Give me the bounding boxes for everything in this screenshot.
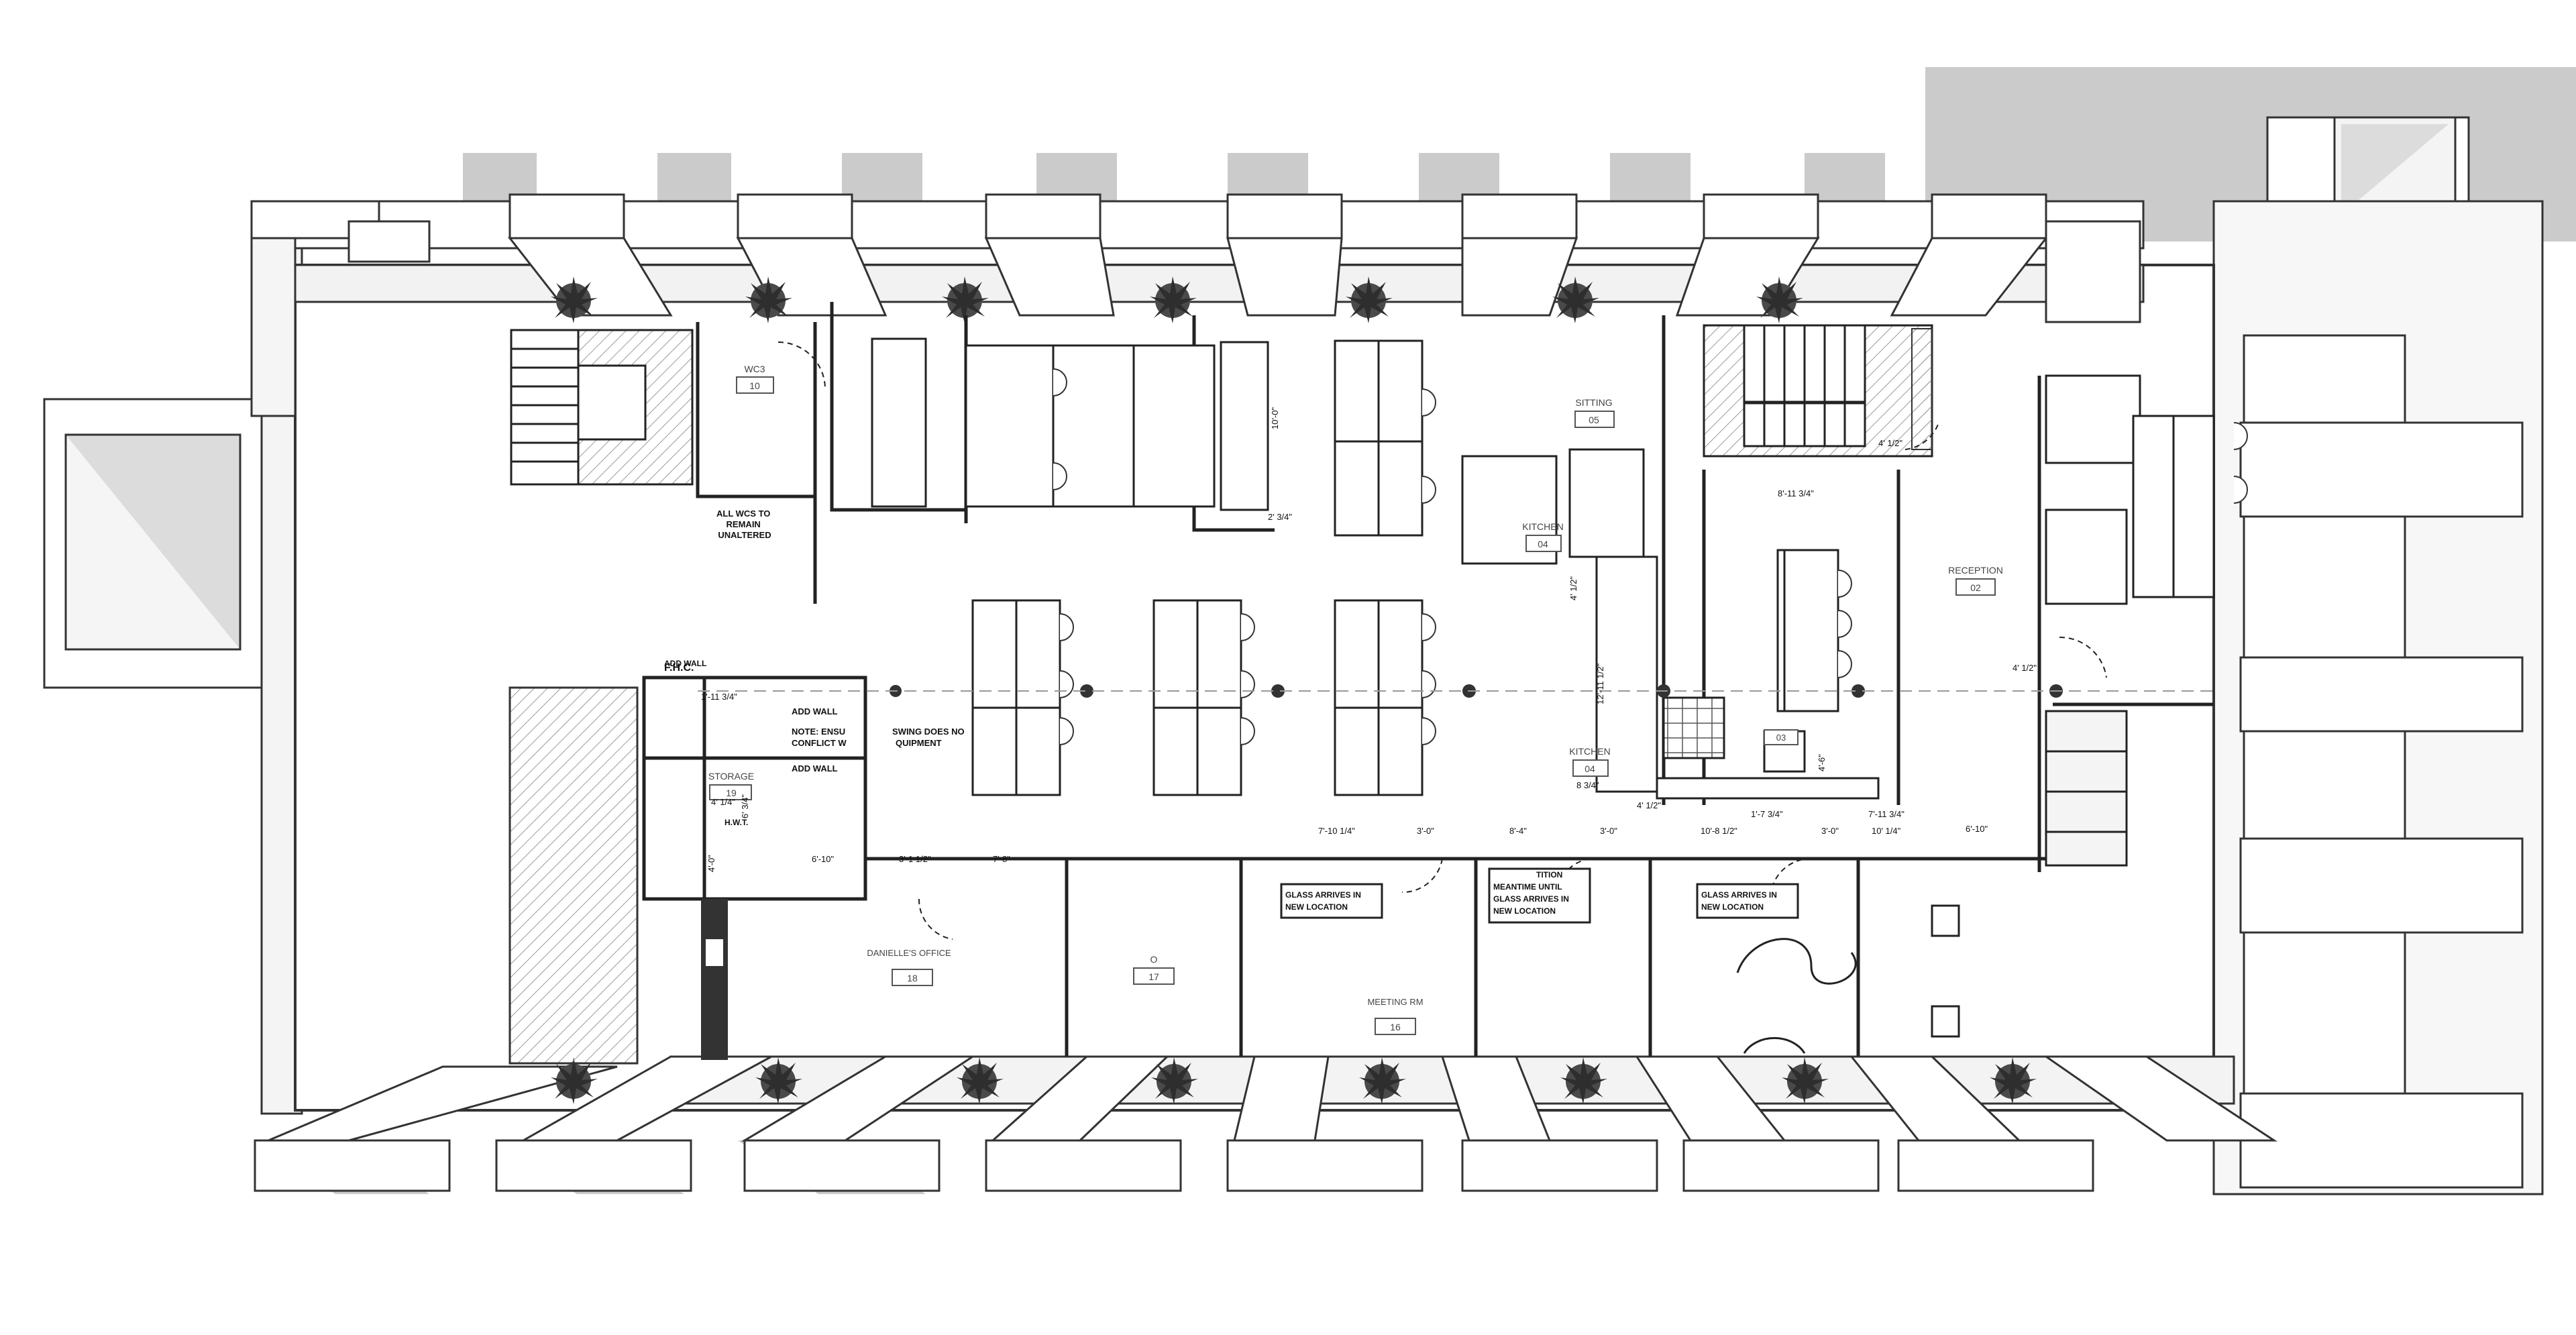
svg-text:SWING DOES NO QUIPMENT: SWING DOES NO QUIPMENT [892, 727, 967, 748]
top-facade-piers [250, 193, 2145, 417]
dim-7-10-1-4: 7'-10 1/4" [1318, 826, 1355, 836]
dim-12-11-1-2: 12'-11 1/2" [1595, 663, 1605, 704]
room-labels: WC3 10 SITTING 05 KITCHEN 04 KITCHEN 04 … [708, 364, 2003, 1035]
dim-10-1-4: 10' 1/4" [1872, 826, 1901, 836]
reception-millwork [2045, 374, 2215, 867]
room-name-danielles-office: DANIELLE'S OFFICE [867, 948, 951, 958]
room-name-meeting: MEETING RM [1367, 997, 1423, 1007]
room-name-kitchen-lower: KITCHEN [1569, 746, 1610, 757]
note-swing-line1: SWING DOES NO [892, 727, 965, 737]
room-name-sitting: SITTING [1575, 397, 1612, 408]
room-number-kitchen-lower: 04 [1585, 763, 1595, 774]
note-fhc: F.H.C. [664, 662, 694, 674]
dim-4-1-2-a: 4' 1/2" [1568, 576, 1578, 600]
dim-4-6: 4'-6" [1817, 754, 1827, 771]
dim-8-11-3-4: 8'-11 3/4" [1778, 488, 1814, 498]
dim-7-11-3-4: 7'-11 3/4" [1868, 809, 1904, 819]
room-name-wc3: WC3 [744, 364, 765, 374]
hatched-wall [1911, 328, 1933, 450]
room-number-kitchen-upper: 04 [1538, 539, 1548, 549]
room-number-danielles-office: 18 [907, 973, 918, 983]
room-name-reception: RECEPTION [1948, 565, 2003, 576]
note-glass3-line2: NEW LOCATION [1701, 902, 1764, 912]
note-glass1-line1: GLASS ARRIVES IN [1285, 890, 1361, 900]
note-wcs-line3: UNALTERED [718, 530, 771, 540]
workstations [871, 337, 1839, 796]
note-add-wall-1: ADD WALL [792, 706, 838, 716]
right-building-mass [2212, 116, 2544, 1195]
svg-text:GLASS ARRIVES IN NEW LOC: GLASS ARRIVES IN NEW LOCATION [1701, 890, 1779, 912]
svg-text:ALL WCS TO REMAIN: ALL WCS TO REMAIN UNALTERED [716, 509, 773, 540]
stair-left [510, 329, 694, 486]
dim-6-10-b: 6'-10" [1966, 824, 1988, 834]
note-glass2-line3: GLASS ARRIVES IN [1493, 894, 1569, 904]
dim-8-4: 8'-4" [1509, 826, 1527, 836]
dim-7-8: 7'-8" [993, 854, 1010, 864]
dim-4-1-2-d: 4' 1/2" [1637, 800, 1661, 810]
note-glass2-line4: NEW LOCATION [1493, 906, 1556, 916]
note-swing-line2: QUIPMENT [896, 738, 942, 748]
room-number-03: 03 [1776, 733, 1786, 743]
dimensions: 10'-0" 2' 3/4" 1'-11 3/4" 4' 1/4" 6'-10"… [701, 407, 2037, 872]
room-name-kitchen-upper: KITCHEN [1522, 521, 1563, 532]
dim-10-0: 10'-0" [1270, 407, 1280, 429]
svg-text:NOTE: ENSU CONFLICT W: NOTE: ENSU CONFLICT W [792, 727, 848, 748]
dim-4-0: 4'-0" [706, 855, 716, 872]
note-ensure-line1: NOTE: ENSU [792, 727, 845, 737]
dim-4-1-2-b: 4' 1/2" [1878, 438, 1902, 448]
svg-text:TITION MEANTIME UNTIL: TITION MEANTIME UNTIL GLASS ARRIVES IN N… [1493, 870, 1571, 916]
room-name-17: O [1150, 954, 1158, 965]
dim-4-1-2-c: 4' 1/2" [2012, 663, 2037, 673]
room-number-meeting: 16 [1390, 1022, 1401, 1032]
dim-3-1-1-2: 3'-1 1/2" [899, 854, 931, 864]
room-number-reception: 02 [1970, 582, 1981, 593]
dim-8-3-4: 8 3/4" [1576, 780, 1599, 790]
hatched-wall [508, 686, 639, 1065]
notes: ALL WCS TO REMAIN UNALTERED F.H.C. ADD W… [664, 509, 1799, 924]
room-number-17: 17 [1148, 971, 1159, 982]
note-add-wall-2: ADD WALL [792, 763, 838, 773]
note-ensure-line2: CONFLICT W [792, 738, 847, 748]
dim-3-0-c: 3'-0" [1821, 826, 1839, 836]
note-add-wall-3: ADD WALL [664, 659, 706, 668]
note-glass2-line2: MEANTIME UNTIL [1493, 882, 1562, 892]
note-glass1-line2: NEW LOCATION [1285, 902, 1348, 912]
room-number-wc3: 10 [749, 380, 760, 391]
dim-6-10-a: 6'-10" [812, 854, 835, 864]
room-number-storage: 19 [726, 788, 737, 798]
dim-1-11-3-4: 1'-11 3/4" [701, 692, 737, 702]
note-glass3-line1: GLASS ARRIVES IN [1701, 890, 1777, 900]
note-wcs-line2: REMAIN [727, 519, 761, 529]
dim-2-3-4: 2' 3/4" [1268, 512, 1292, 522]
svg-text:GLASS ARRIVES IN NEW LOC: GLASS ARRIVES IN NEW LOCATION [1285, 890, 1363, 912]
meeting-room-curves [1736, 904, 1960, 1054]
note-glass2-line1: TITION [1536, 870, 1562, 879]
elevator-shaft [701, 899, 728, 1060]
dim-6-3-4: 6' 3/4" [740, 794, 750, 818]
note-hwt: H.W.T. [724, 818, 748, 827]
dim-3-0-b: 3'-0" [1600, 826, 1617, 836]
bottom-facade-piers [254, 1055, 2278, 1192]
note-wcs-line1: ALL WCS TO [716, 509, 770, 519]
dim-4-1-4: 4' 1/4" [711, 797, 735, 807]
room-number-sitting: 05 [1589, 415, 1599, 425]
kitchen-units [1461, 448, 1880, 800]
dim-3-0-a: 3'-0" [1417, 826, 1434, 836]
room-name-storage: STORAGE [708, 771, 754, 782]
dim-10-8-1-2: 10'-8 1/2" [1701, 826, 1737, 836]
stair-right [1703, 324, 1933, 458]
dim-1-7-3-4: 1'-7 3/4" [1751, 809, 1783, 819]
